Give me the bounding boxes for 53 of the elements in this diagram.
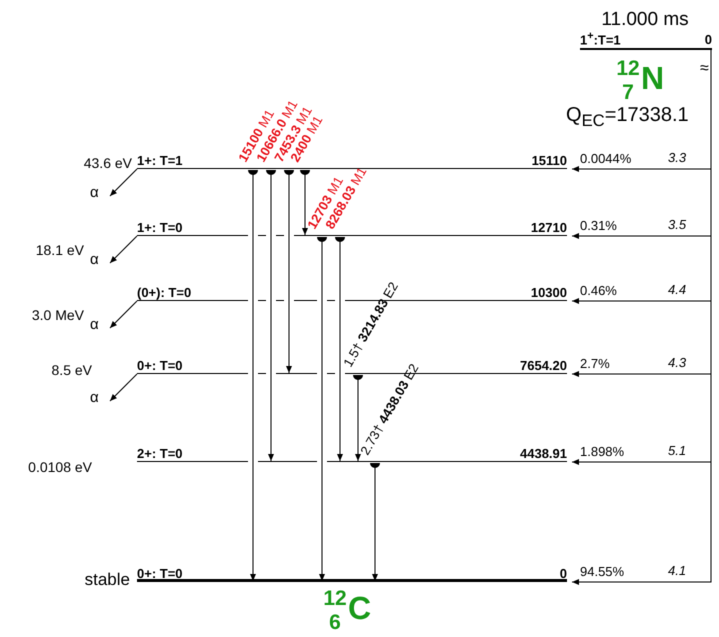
log-ft-value: 5.1 — [668, 444, 686, 459]
break-mark: ≈ — [700, 60, 709, 78]
gamma-transition-arrow — [284, 170, 294, 374]
log-ft-value: 3.5 — [668, 218, 686, 233]
level-energy: 12710 — [530, 220, 567, 235]
level-energy: 7654.20 — [520, 358, 567, 373]
alpha-label: α — [90, 184, 99, 202]
log-ft-value: 4.1 — [668, 564, 686, 579]
alpha-decay-arrow — [110, 300, 138, 328]
log-ft-value: 4.4 — [668, 283, 686, 298]
level-width: 18.1 eV — [36, 242, 84, 258]
feeding-percent: 0.0044% — [580, 152, 632, 167]
beta-feed-arrow — [572, 50, 712, 585]
level-energy: 0 — [704, 32, 712, 47]
spin-parity-label: 1+: T=1 — [137, 153, 183, 168]
alpha-decay-arrow — [110, 168, 138, 196]
log-ft-value: 4.3 — [668, 356, 686, 371]
log-ft-value: 3.3 — [668, 151, 686, 166]
alpha-decay-arrow — [110, 374, 138, 402]
alpha-label: α — [90, 251, 99, 268]
level-energy: 15110 — [532, 153, 567, 168]
alpha-decay-arrow — [110, 236, 138, 264]
level-width: 43.6 eV — [84, 154, 132, 172]
half-life: 11.000 ms — [601, 9, 689, 31]
spin-parity-label: 2+: T=0 — [137, 446, 183, 461]
feeding-percent: 94.55% — [580, 565, 624, 580]
level-width: 0.0108 eV — [28, 458, 92, 476]
feeding-percent: 0.46% — [580, 284, 617, 299]
gamma-transition-arrow — [335, 236, 345, 462]
level-width: 3.0 MeV — [32, 306, 84, 324]
spin-parity-label: (0+): T=0 — [137, 285, 192, 300]
feeding-percent: 2.7% — [580, 357, 610, 372]
level-energy: 0 — [560, 566, 567, 581]
alpha-label: α — [90, 389, 99, 406]
spin-parity-label: 0+: T=0 — [137, 358, 183, 373]
spin-parity-label: 1+: T=0 — [137, 220, 183, 235]
spin-parity-label: 0+: T=0 — [137, 566, 183, 581]
level-energy: 10300 — [530, 285, 567, 300]
stability-label: stable — [84, 570, 130, 590]
feeding-percent: 1.898% — [580, 445, 624, 460]
alpha-label: α — [90, 316, 99, 334]
gamma-transition-arrow — [300, 170, 310, 236]
level-energy: 4438.91 — [520, 446, 567, 461]
spin-parity-label: 1$^{+}$:T=1 — [580, 28, 621, 47]
gamma-transition-arrow — [317, 236, 327, 582]
gamma-transition-arrow — [370, 462, 380, 582]
gamma-transition-arrow — [353, 374, 363, 462]
gamma-transition-arrow — [266, 170, 276, 462]
parent-level — [580, 33, 712, 50]
feeding-percent: 0.31% — [580, 219, 617, 234]
gamma-transition-arrow — [248, 170, 258, 582]
level-width: 8.5 eV — [52, 362, 92, 378]
q-value: Q$_{EC}$=17338.1 — [566, 104, 689, 130]
